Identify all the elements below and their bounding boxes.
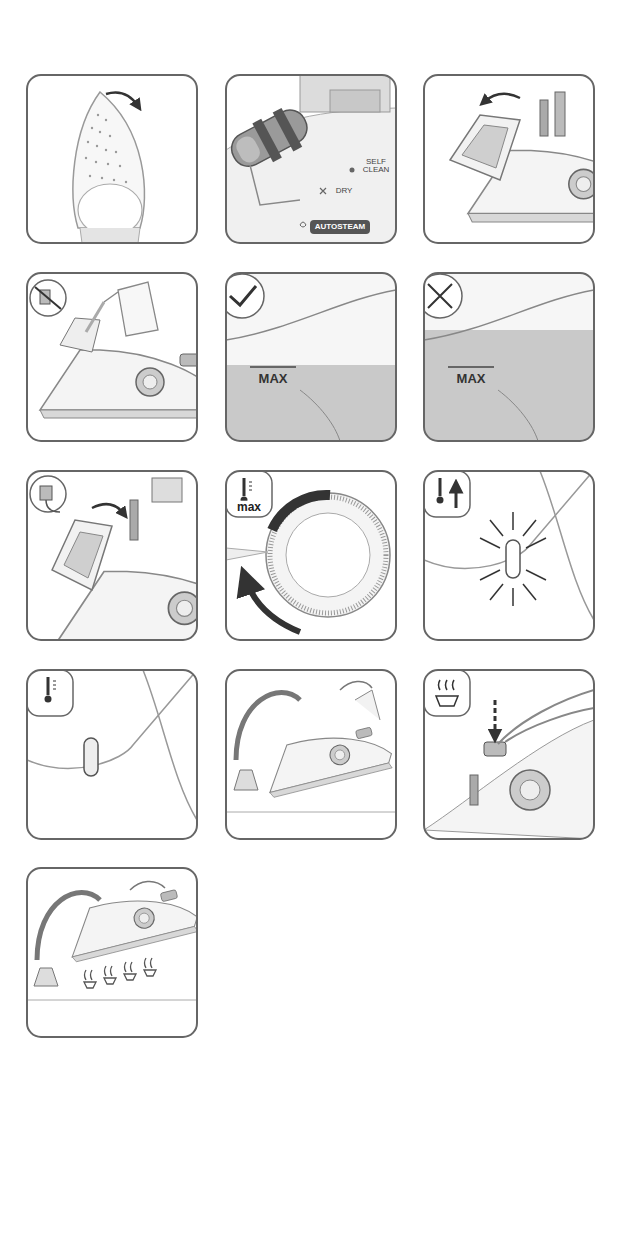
sink-panel <box>226 681 396 812</box>
temperature-label: max <box>237 501 261 514</box>
soleplate-panel <box>73 92 144 243</box>
dial-panel <box>226 471 390 632</box>
selector-panel <box>226 75 396 243</box>
filling-panel <box>30 280 197 418</box>
light-on-panel <box>424 471 594 620</box>
level-ok-panel <box>226 273 396 441</box>
plug-panel <box>30 476 197 640</box>
mode-label: DRY <box>336 187 353 195</box>
flap-panel <box>450 92 594 222</box>
light-off-panel <box>27 670 197 820</box>
max-level-mark: MAX <box>457 372 486 386</box>
mode-label: SELF CLEAN <box>360 158 392 175</box>
level-over-panel <box>424 273 594 441</box>
steam-button-panel <box>424 670 594 839</box>
max-level-mark: MAX <box>259 372 288 386</box>
mode-badge-label: AUTOSTEAM <box>315 223 366 231</box>
steam-sink-panel <box>27 881 197 1000</box>
